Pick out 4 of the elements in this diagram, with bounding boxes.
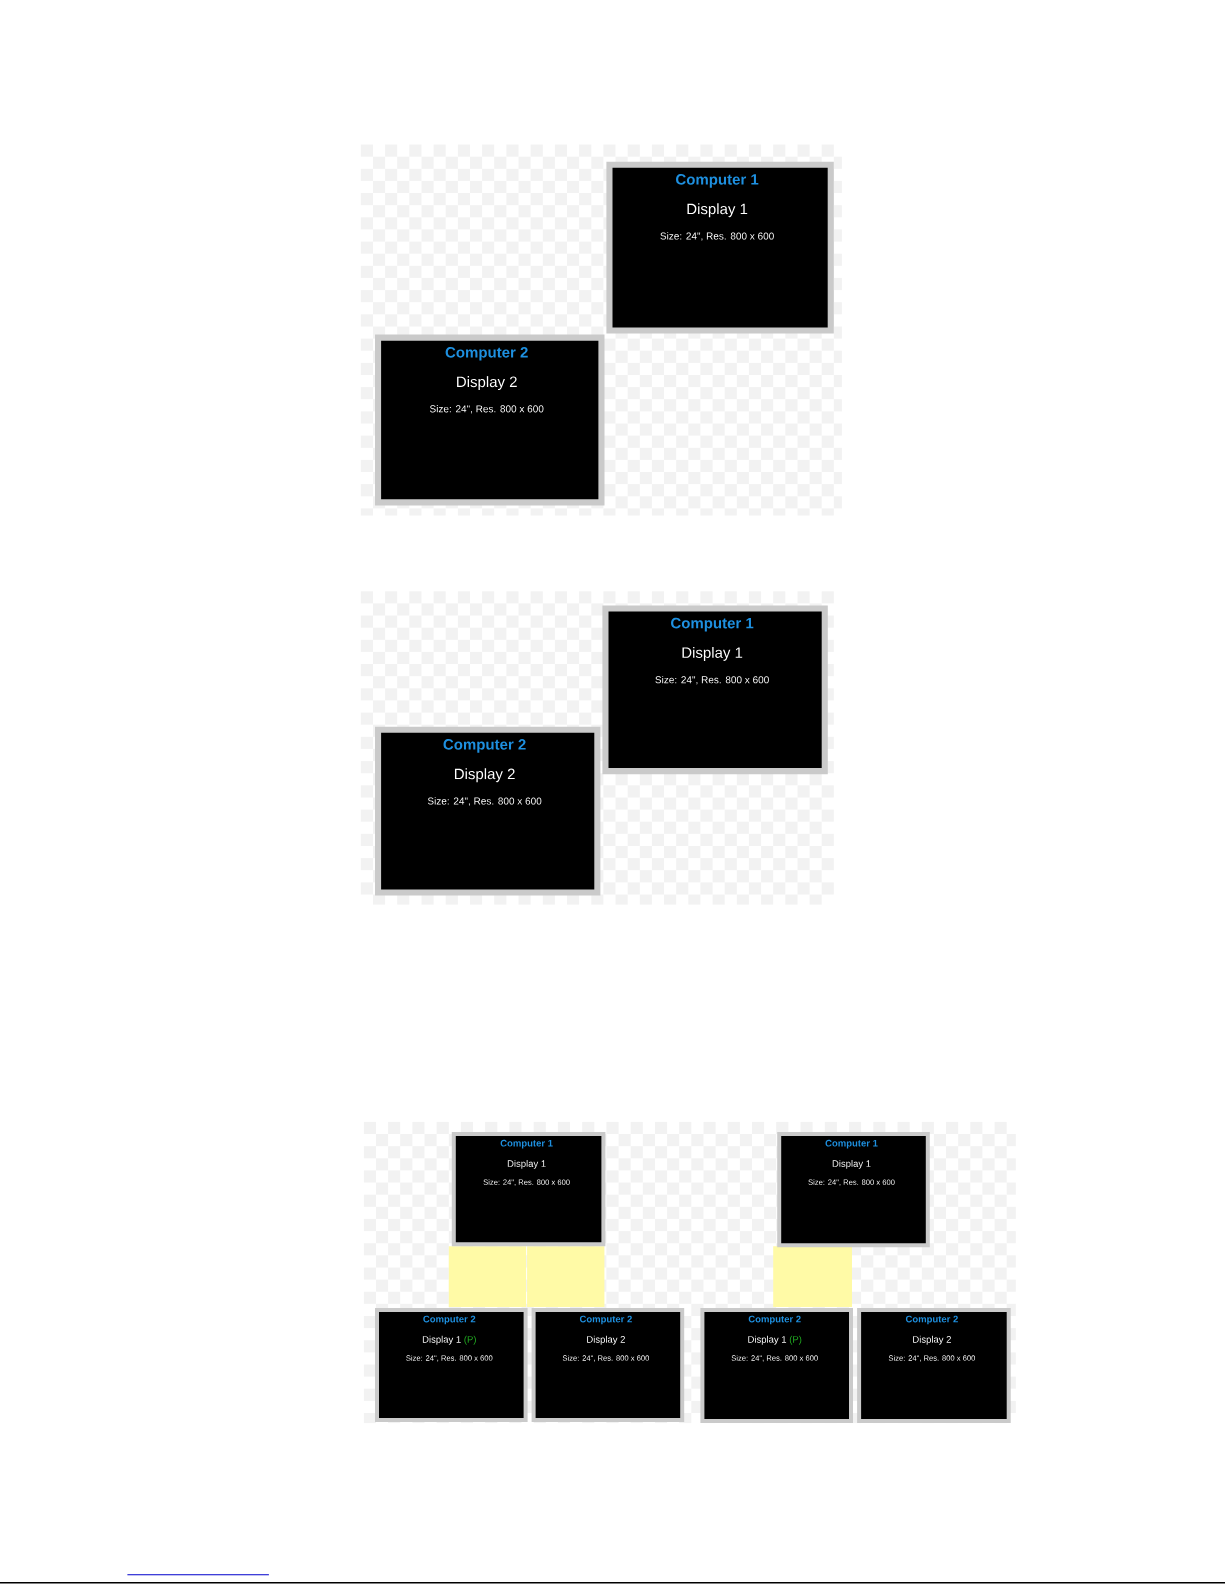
display-box: Computer 1 Display 1 Size: 24", Res. 800 x 600 (602, 605, 828, 775)
display-box: Computer 1 Display 1 Size: 24", Res. 800 x 600 (606, 161, 834, 334)
display-box: Computer 2 Display 2 Size: 24", Res. 800 x 600 (375, 726, 601, 896)
display-box: Computer 2 Display 2 Size: 24", Res. 800 x 600 (375, 334, 605, 506)
